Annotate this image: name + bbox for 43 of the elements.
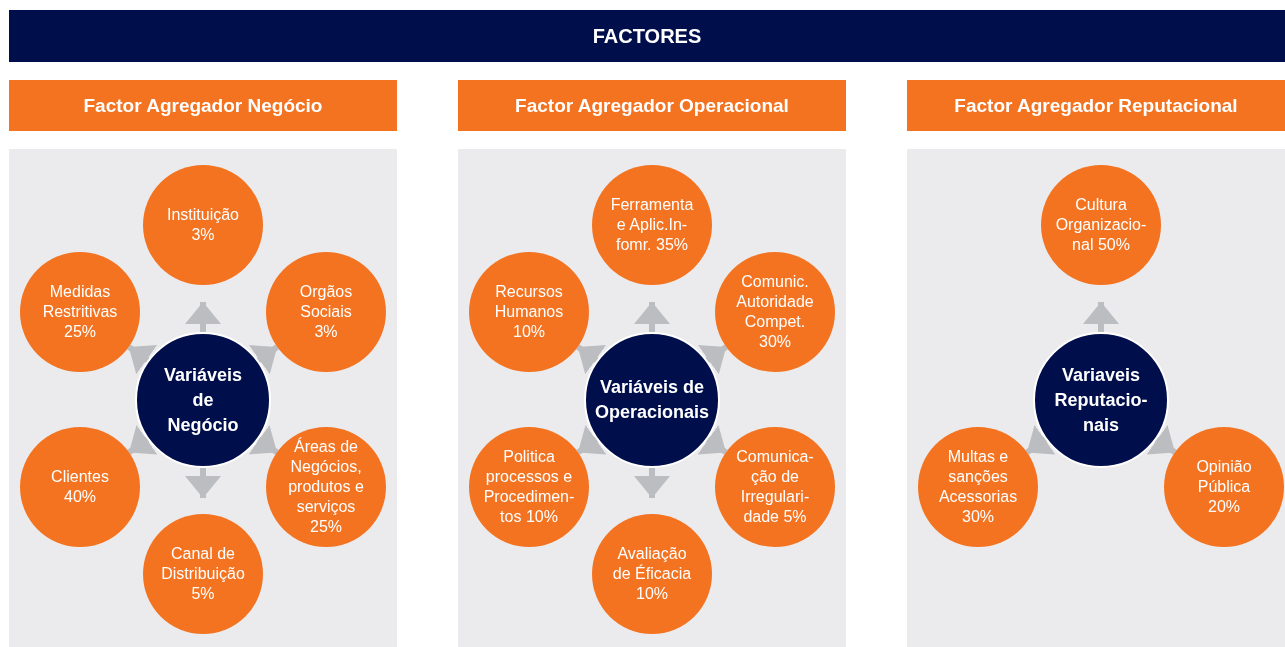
- title-bar: FACTORES: [9, 10, 1285, 62]
- arrow: [634, 468, 670, 498]
- node-text: Comunic. Autoridade Compet. 30%: [735, 272, 815, 352]
- node-text: Cultura Organizacio-nal 50%: [1054, 195, 1148, 255]
- panel-background: [9, 149, 397, 647]
- node-text: Variáveis de Negócio: [162, 363, 244, 437]
- arrow: [576, 425, 607, 455]
- node-text: Orgãos Sociais 3%: [298, 282, 354, 342]
- panel-background: [907, 149, 1285, 647]
- arrow: [576, 344, 607, 375]
- arrow: [185, 302, 221, 332]
- node-text: Variáveis de Operacionais: [593, 376, 710, 424]
- node-text: Medidas Restritivas 25%: [41, 282, 119, 342]
- node-text: Variaveis Reputacio-nais: [1053, 363, 1149, 437]
- node-text: Áreas de Negócios, produtos e serviços 25%: [287, 437, 365, 537]
- header-bar: [458, 80, 846, 131]
- arrow: [1025, 425, 1056, 455]
- node-text: Recursos Humanos 10%: [493, 282, 565, 342]
- panel-background: [458, 149, 846, 647]
- arrow: [127, 425, 158, 455]
- node-text: Avaliação de Éficacia 10%: [611, 544, 693, 604]
- node-text: Multas e sanções Acessorias 30%: [937, 447, 1019, 527]
- node-text: Factor Agregador Operacional: [515, 94, 789, 117]
- arrow: [1146, 425, 1177, 455]
- node-text: Canal de Distribuição 5%: [160, 544, 246, 604]
- node-text: Instituição 3%: [165, 205, 240, 245]
- header-bar: [9, 80, 397, 131]
- node-text: Ferramenta e Aplic.In-fomr. 35%: [609, 195, 695, 255]
- arrow: [127, 344, 158, 375]
- arrow: [634, 302, 670, 332]
- arrow: [185, 468, 221, 498]
- arrow: [697, 425, 728, 455]
- node-text: Comunica-ção de Irregulari-dade 5%: [735, 447, 815, 527]
- node-text: Clientes 40%: [50, 467, 110, 507]
- arrow: [1083, 302, 1119, 332]
- node-text: Factor Agregador Negócio: [83, 94, 323, 117]
- arrow: [248, 425, 279, 455]
- node-text: Opinião Pública 20%: [1195, 457, 1253, 517]
- arrow: [697, 344, 728, 375]
- node-text: Factor Agregador Reputacional: [954, 94, 1238, 117]
- header-bar: [907, 80, 1285, 131]
- node-text: Politica processos e Procedimen-tos 10%: [482, 447, 576, 527]
- arrow: [248, 344, 279, 375]
